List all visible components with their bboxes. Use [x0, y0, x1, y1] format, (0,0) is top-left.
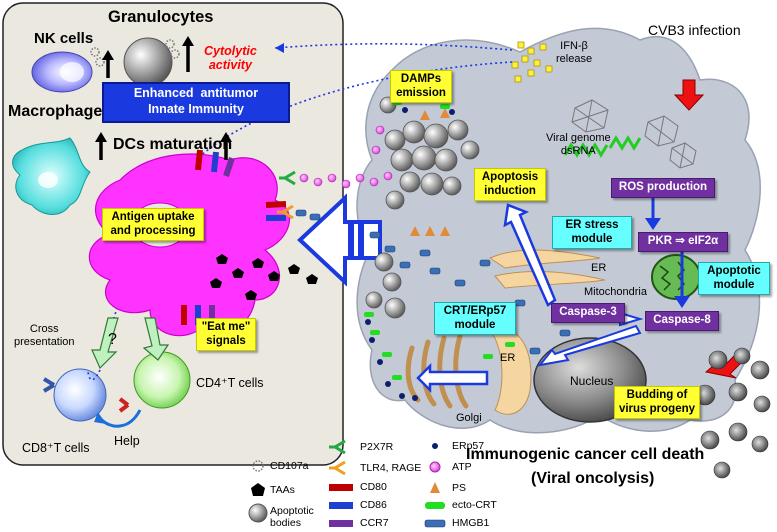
pkr-eif2a-box: PKR ⇒ eIF2α [638, 232, 728, 252]
macrophage-label: Macrophage [8, 103, 103, 120]
legend-apoptotic-bodies-label: Apoptotic bodies [270, 505, 314, 529]
erp57-markers [365, 107, 455, 401]
nk-cells-label: NK cells [34, 30, 94, 47]
ros-production-box: ROS production [611, 178, 715, 198]
caspase8-box: Caspase-8 [645, 311, 719, 331]
legend-ps-label: PS [452, 482, 467, 494]
legend-taas-icon [251, 483, 265, 496]
legend-ps-icon [430, 482, 440, 493]
apoptotic-bodies-middle [365, 252, 406, 319]
apoptotic-module-label: Apoptotic module [698, 262, 770, 295]
crt-erp57-module-label: CRT/ERp57 module [434, 302, 516, 335]
help-arrowhead [94, 412, 106, 424]
cd8-t-cell [53, 368, 107, 422]
legend-cd80-label: CD80 [360, 481, 387, 493]
mitochondria-label: Mitochondria [584, 286, 647, 298]
legend-ecto-crt-icon [425, 502, 445, 509]
legend-hmgb1-icon [424, 519, 446, 528]
help-label: Help [114, 434, 140, 448]
virus-capsids [571, 99, 697, 169]
viral-dsrna-2 [608, 135, 642, 151]
granulocyte-cell [123, 37, 173, 87]
legend-cd86-label: CD86 [360, 499, 387, 511]
release-arrow-bar1 [348, 222, 354, 258]
innate-immunity-box: Enhanced antitumor Innate Immunity [102, 82, 290, 123]
nucleus-label: Nucleus [570, 374, 614, 388]
apoptotic-bodies-cluster [379, 96, 480, 210]
cd8-t-cells-label: CD8⁺T cells [22, 441, 90, 455]
apoptosis-induction-arrow [503, 203, 557, 307]
cross-presentation-label: Cross presentation [14, 323, 75, 348]
er-label: ER [591, 262, 607, 274]
er-near-nucleus [489, 328, 532, 415]
legend-cd107a-label: CD107a [270, 460, 309, 472]
title-line1: Immunogenic cancer cell death [466, 446, 705, 463]
legend-erp57-label: ERp57 [452, 440, 485, 452]
dcs-maturation-label: DCs maturation [113, 136, 233, 153]
release-arrow [297, 193, 382, 287]
atp-particles [299, 125, 393, 189]
pathway-arrows [645, 198, 690, 308]
legend-ecto-crt-label: ecto-CRT [452, 499, 497, 511]
legend-ccr7-label: CCR7 [360, 517, 389, 529]
cd4-t-cell [133, 351, 191, 409]
virus-progeny [694, 347, 771, 479]
macrophage-nucleus [38, 172, 58, 188]
caspase3-box: Caspase-3 [551, 303, 625, 323]
legend-cd86-icon [329, 502, 353, 509]
legend-cd107a-icon [252, 460, 264, 472]
increase-arrows [95, 36, 232, 160]
legend-cd80-icon [329, 484, 353, 491]
cd8-tcr [42, 377, 56, 393]
taa-particles [210, 254, 318, 300]
ifn-beta-particles [511, 41, 553, 83]
antigen-uptake-label: Antigen uptake and processing [102, 208, 204, 241]
cvb3-entry-arrow [673, 79, 705, 111]
legend-erp57-icon [432, 443, 438, 449]
ifn-arrowhead-1 [275, 43, 284, 53]
legend-hmgb1-label: HMGB1 [452, 517, 490, 529]
cd107a-markers [90, 39, 180, 67]
cd4-tcr [118, 397, 130, 413]
presentation-arrows [91, 317, 170, 370]
legend-icons [248, 439, 446, 528]
cd4-t-cells-label: CD4⁺T cells [196, 376, 264, 390]
apoptosis-induction-label: Apoptosis induction [474, 168, 546, 201]
viral-genome-label: Viral genome dsRNA [546, 132, 611, 157]
legend-p2x7r-icon [329, 439, 346, 455]
crt-export-arrow [416, 362, 489, 394]
mitochondria-shape [651, 254, 701, 300]
er-stress-module-label: ER stress module [552, 216, 632, 249]
legend-atp-label: ATP [452, 461, 472, 473]
ifn-release-label: IFN-β release [556, 40, 593, 65]
legend-taas-label: TAAs [270, 484, 295, 496]
legend-ccr7-icon [329, 520, 353, 527]
ecto-crt-markers [364, 100, 515, 380]
legend-apoptotic-bodies-icon [248, 503, 268, 523]
eat-me-signals-label: "Eat me" signals [196, 318, 256, 351]
nk-nucleus [60, 62, 84, 82]
golgi-label: Golgi [456, 412, 482, 424]
casp8-to-nucleus-arrow [537, 324, 642, 367]
er-label-2: ER [500, 352, 516, 364]
legend-tlr4-label: TLR4, RAGE [360, 462, 422, 474]
cvb3-infection-label: CVB3 infection [648, 22, 741, 38]
damps-emission-label: DAMPs emission [390, 70, 452, 103]
legend-tlr4-icon [329, 460, 346, 476]
release-arrow-bar2 [358, 222, 364, 258]
legend-atp-icon [429, 461, 441, 473]
title-line2: (Viral oncolysis) [531, 470, 655, 487]
granulocytes-label: Granulocytes [108, 8, 214, 26]
p2x7r-receptor [279, 170, 296, 186]
cytolytic-activity-label: Cytolytic activity [204, 44, 257, 72]
viral-dsrna-1 [563, 142, 609, 158]
tlr4-receptor [277, 204, 294, 220]
legend-p2x7r-label: P2X7R [360, 441, 394, 453]
budding-label: Budding of virus progeny [614, 386, 700, 419]
question-mark: ? [108, 331, 117, 348]
er-membrane-2 [494, 271, 606, 289]
ps-markers [410, 108, 450, 236]
